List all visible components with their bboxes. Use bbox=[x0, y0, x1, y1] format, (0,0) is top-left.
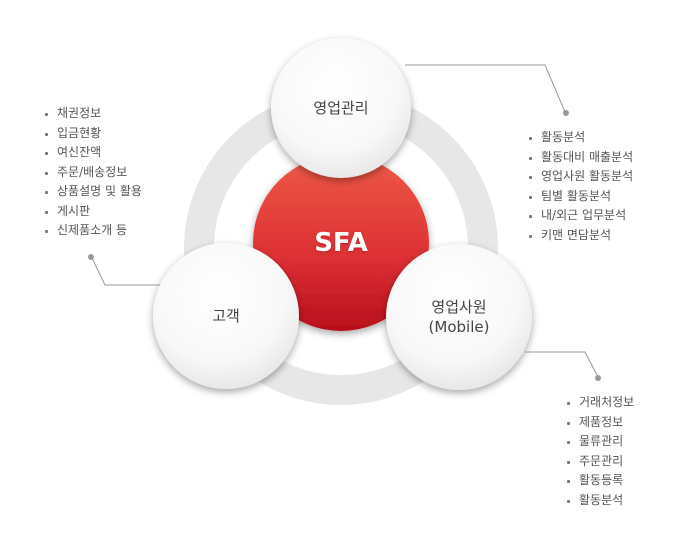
list-item: 게시판 bbox=[43, 202, 142, 222]
node-sales-rep bbox=[386, 244, 532, 390]
center-circle bbox=[253, 155, 429, 331]
list-item: 활동분석 bbox=[565, 491, 634, 511]
connector-customer bbox=[91, 257, 160, 286]
node-sales-management bbox=[271, 38, 411, 178]
node-label-customer: 고객 bbox=[212, 307, 240, 325]
list-item: 채권정보 bbox=[43, 104, 142, 124]
node-customer bbox=[153, 243, 299, 389]
center-label: SFA bbox=[314, 228, 368, 258]
list-item: 내/외근 업무분석 bbox=[527, 206, 633, 226]
list-item: 활동분석 bbox=[527, 128, 633, 148]
node-label-sales-rep-line2: (Mobile) bbox=[428, 318, 490, 336]
list-item: 활동등록 bbox=[565, 471, 634, 491]
list-item: 거래처정보 bbox=[565, 393, 634, 413]
list-item: 활동대비 매출분석 bbox=[527, 148, 633, 168]
list-item: 주문/배송정보 bbox=[43, 163, 142, 183]
sales-rep-feature-list: 거래처정보 제품정보 물류관리 주문관리 활동등록 활동분석 bbox=[565, 393, 634, 510]
sales-management-feature-list: 활동분석 활동대비 매출분석 영업사원 활동분석 팀별 활동분석 내/외근 업무… bbox=[527, 128, 633, 245]
connector-dot-sales-rep bbox=[595, 375, 601, 381]
node-label-sales-rep-line1: 영업사원 bbox=[431, 298, 487, 316]
list-item: 주문관리 bbox=[565, 452, 634, 472]
connector-sales-management bbox=[405, 64, 566, 113]
list-item: 영업사원 활동분석 bbox=[527, 167, 633, 187]
connector-dot-sales-management bbox=[563, 110, 569, 116]
customer-feature-list: 채권정보 입금현황 여신잔액 주문/배송정보 상품설명 및 활용 게시판 신제품… bbox=[43, 104, 142, 241]
list-item: 상품설명 및 활용 bbox=[43, 182, 142, 202]
list-item: 입금현황 bbox=[43, 124, 142, 144]
list-item: 제품정보 bbox=[565, 413, 634, 433]
list-item: 물류관리 bbox=[565, 432, 634, 452]
list-item: 여신잔액 bbox=[43, 143, 142, 163]
connector-sales-rep bbox=[525, 351, 599, 378]
list-item: 신제품소개 등 bbox=[43, 221, 142, 241]
list-item: 팀별 활동분석 bbox=[527, 187, 633, 207]
node-label-sales-management: 영업관리 bbox=[313, 99, 369, 117]
list-item: 키맨 면담분석 bbox=[527, 226, 633, 246]
connector-dot-customer bbox=[88, 254, 94, 260]
node-label-sales-rep: 영업사원 (Mobile) bbox=[429, 297, 490, 337]
